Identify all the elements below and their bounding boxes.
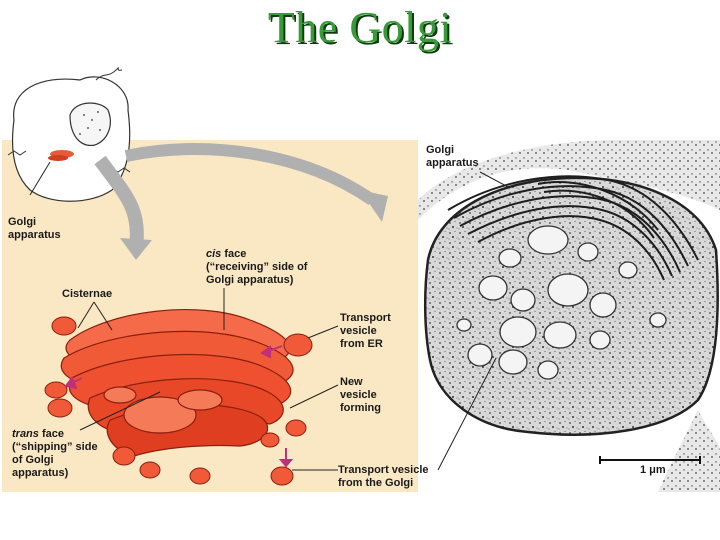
label-line: Transport vesicle <box>338 464 429 476</box>
label-line: cis face <box>206 248 307 261</box>
micrograph-image <box>418 140 720 492</box>
slide-title: The Golgi <box>267 3 453 52</box>
label-line: apparatus <box>8 229 61 241</box>
label-line: of Golgi <box>12 454 54 466</box>
label-line: Transport <box>340 312 391 324</box>
trans-word: trans <box>12 428 39 440</box>
label-line: Golgi <box>426 144 455 156</box>
label-transport-vesicle-er: Transport vesicle from ER <box>340 312 391 351</box>
label-trans-face: trans face (“shipping” side of Golgi app… <box>12 428 98 480</box>
label-line: New <box>340 376 363 388</box>
electron-micrograph <box>418 140 720 492</box>
label-cisternae: Cisternae <box>62 288 113 300</box>
label-line: apparatus) <box>12 467 69 479</box>
label-line: vesicle <box>340 325 377 337</box>
label-line: forming <box>340 402 381 414</box>
cis-word: cis <box>206 248 222 260</box>
label-line: (“shipping” side <box>12 441 98 453</box>
label-cis-face: cis face (“receiving” side of Golgi appa… <box>206 248 307 287</box>
cis-rest: face <box>221 248 247 260</box>
scale-bar-label: 1 μm <box>640 464 666 476</box>
label-line: apparatus <box>426 157 479 169</box>
label-line: trans face <box>12 428 98 441</box>
label-line: from the Golgi <box>338 477 414 489</box>
label-golgi-apparatus-cell: Golgi apparatus <box>8 216 61 242</box>
vesicles <box>44 316 313 486</box>
trans-rest: face <box>38 428 64 440</box>
label-golgi-apparatus-micrograph: Golgi apparatus <box>426 144 479 170</box>
label-line: Golgi apparatus) <box>206 274 294 286</box>
golgi-stack <box>60 308 294 457</box>
label-line: Golgi <box>8 216 37 228</box>
label-new-vesicle: New vesicle forming <box>340 376 381 415</box>
label-line: vesicle <box>340 389 377 401</box>
label-line: from ER <box>340 338 383 350</box>
label-line: (“receiving” side of <box>206 261 308 273</box>
label-transport-vesicle-golgi: Transport vesicle from the Golgi <box>338 464 429 490</box>
